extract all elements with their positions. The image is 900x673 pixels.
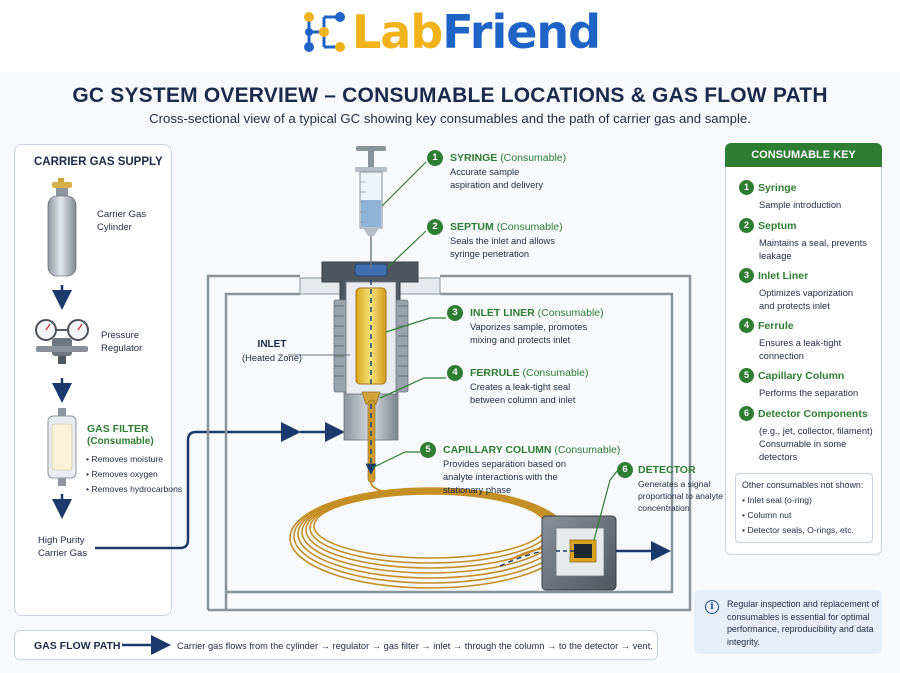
info-icon: i [705,600,719,614]
output-label-line1: High Purity [38,535,85,546]
consumable-key-header: CONSUMABLE KEY [725,143,882,167]
oven-wall-right-inner [226,292,674,594]
oven-wall-inner [224,292,300,610]
leader-column [371,451,420,469]
other-consumables-box: Other consumables not shown: Inlet seal … [735,473,873,543]
inlet-label: INLET [257,339,287,350]
gas-filter-title: GAS FILTER [87,423,149,435]
carrier-gas-supply-panel [14,144,172,616]
page-title: GC SYSTEM OVERVIEW – CONSUMABLE LOCATION… [72,84,828,107]
output-label-line2: Carrier Gas [38,548,88,559]
pressure-regulator-icon [35,319,89,364]
page-subtitle: Cross-sectional view of a typical GC sho… [149,111,751,126]
detector-part [541,515,617,591]
syringe-part [355,146,387,268]
other-item: Column nut [742,508,866,523]
gas-filter-list: Removes moisture Removes oxygen Removes … [86,452,182,497]
leader-liner [385,317,446,333]
other-consumables-list: Inlet seal (o-ring) Column nut Detector … [742,493,866,538]
capillary-column-coil [289,487,571,589]
leader-detector [593,469,619,541]
cylinder-label-line1: Carrier Gas [97,209,147,220]
filter-item: Removes hydrocarbons [86,482,182,497]
gas-filter-consumable-tag: (Consumable) [87,436,154,447]
column-to-coil [370,481,401,495]
carrier-gas-line [95,422,301,550]
carrier-gas-supply-title: CARRIER GAS SUPPLY [34,156,163,168]
leader-syringe [381,161,427,207]
network-nodes-icon [304,12,345,52]
regulator-label-line2: Regulator [101,343,143,354]
other-item: Detector seals, O-rings, etc. [742,523,866,538]
inlet-heated-zone-label: (Heated Zone) [242,353,302,363]
info-note-box [694,590,882,654]
gas-flow-path-label: GAS FLOW PATH [34,640,121,652]
info-note-text: Regular inspection and replacement of co… [727,599,879,647]
oven-wall-outer [206,274,300,610]
logo-wordmark: LabFriend [352,5,601,59]
gas-flow-path-text: Carrier gas flows from the cylinder → re… [177,641,653,651]
other-item: Inlet seal (o-ring) [742,493,866,508]
cylinder-label-line2: Cylinder [97,222,132,233]
ferrule-part [361,391,381,405]
filter-item: Removes oxygen [86,467,182,482]
labfriend-logo: LabFriend [300,2,605,62]
gas-flow-path-strip [14,630,658,660]
filter-item: Removes moisture [86,452,182,467]
regulator-label-line1: Pressure [101,330,140,341]
leader-septum [386,230,427,269]
oven-wall-right [208,274,692,612]
gas-filter-icon [47,408,77,486]
gas-cylinder-icon [47,178,77,277]
other-consumables-title: Other consumables not shown: [742,480,864,490]
leader-ferrule [379,377,446,399]
